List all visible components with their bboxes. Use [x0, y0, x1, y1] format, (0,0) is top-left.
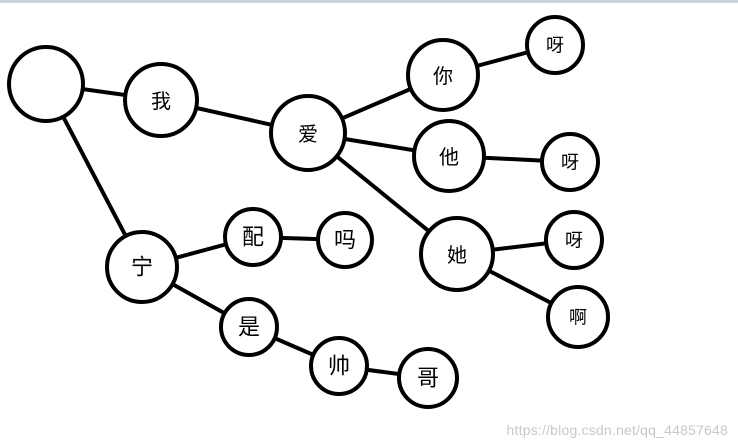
node-label: 配: [242, 226, 264, 251]
node-circle: [269, 94, 347, 172]
node-label: 她: [447, 243, 467, 267]
node-label: 我: [151, 89, 171, 113]
top-border: [0, 0, 738, 3]
node-circle: [412, 119, 486, 193]
node-label: 呀: [546, 36, 564, 57]
node-circle: [397, 347, 459, 409]
node-circle: [105, 230, 179, 304]
tree-node-ge: 哥: [397, 347, 459, 409]
tree-node-ta_m: 他: [412, 119, 486, 193]
node-label: 宁: [131, 256, 153, 281]
tree-node-a: 啊: [546, 285, 610, 349]
node-circle: [419, 216, 495, 292]
node-label: 啊: [569, 308, 587, 329]
tree-node-ning: 宁: [105, 230, 179, 304]
node-label: 哥: [417, 367, 439, 392]
node-circle: [316, 211, 374, 269]
node-circle: [7, 45, 85, 123]
node-circle: [309, 336, 369, 396]
node-circle: [219, 297, 279, 357]
node-circle: [540, 132, 600, 192]
tree-node-ma: 吗: [316, 211, 374, 269]
tree-node-ni: 你: [406, 38, 480, 112]
tree-node-ya3: 呀: [544, 210, 604, 270]
tree-node-wo: 我: [123, 62, 199, 138]
tree-node-ta_f: 她: [419, 216, 495, 292]
tree-node-ya2: 呀: [540, 132, 600, 192]
tree-node-shuai: 帅: [309, 336, 369, 396]
tree-node-ai: 爱: [269, 94, 347, 172]
node-layer: 我爱你呀他呀她呀啊宁配吗是帅哥: [7, 15, 610, 409]
node-label: 帅: [328, 355, 350, 380]
node-circle: [123, 62, 199, 138]
tree-node-shi: 是: [219, 297, 279, 357]
node-label: 他: [439, 145, 459, 169]
tree-node-pei: 配: [223, 207, 283, 267]
node-circle: [525, 15, 585, 75]
root-node: [7, 45, 85, 123]
node-circle: [223, 207, 283, 267]
node-label: 呀: [565, 231, 583, 252]
node-label: 呀: [561, 153, 579, 174]
node-circle: [544, 210, 604, 270]
node-label: 你: [433, 64, 453, 88]
tree-node-ya1: 呀: [525, 15, 585, 75]
watermark-text: https://blog.csdn.net/qq_44857648: [506, 422, 728, 438]
node-circle: [406, 38, 480, 112]
node-label: 吗: [334, 229, 356, 254]
node-label: 爱: [298, 122, 318, 146]
node-label: 是: [238, 316, 260, 341]
node-circle: [546, 285, 610, 349]
